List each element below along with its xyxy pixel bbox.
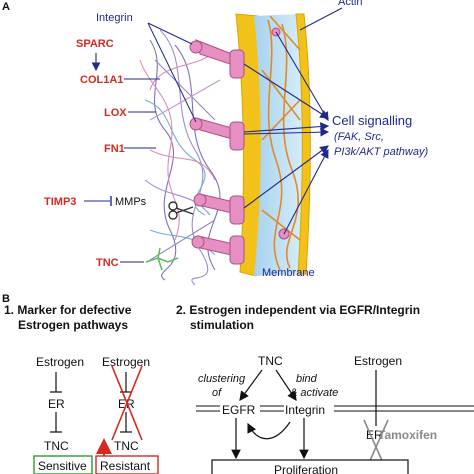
actin-label: Actin <box>338 0 362 8</box>
gene-lox: LOX <box>104 107 127 119</box>
integrin-pointers <box>147 22 197 123</box>
tnc-protein-icon <box>145 247 179 271</box>
integrin-3 <box>193 193 245 225</box>
red-cross-mark <box>111 365 143 441</box>
clustering-label-1: clustering <box>198 373 246 385</box>
tamoxifen-label: Tamoxifen <box>378 428 437 442</box>
section2-title-1: 2. Estrogen independent via EGFR/Integri… <box>176 303 420 317</box>
sensitive-label: Sensitive <box>38 459 87 473</box>
signalling-arrows <box>243 31 330 235</box>
left-er: ER <box>48 397 65 411</box>
signalling-title: Cell signalling <box>332 113 412 128</box>
egfr-label-bg <box>220 401 260 417</box>
panel-b-label: B <box>2 293 10 305</box>
pathway-er: ER <box>366 428 383 442</box>
proliferation-label: Proliferation <box>274 463 338 474</box>
pathway-tnc: TNC <box>258 354 283 368</box>
egfr-label: EGFR <box>222 403 256 417</box>
signalling-detail-2: PI3k/AKT pathway) <box>334 146 428 158</box>
sensitive-box <box>33 455 93 474</box>
clustering-label-2: of <box>212 387 222 399</box>
ecm-fibers <box>139 29 221 286</box>
integrin-b-label: Integrin <box>285 403 325 417</box>
section1-title-1: 1. Marker for defective <box>4 303 132 317</box>
integrin-1 <box>189 39 245 79</box>
bind-label-2: & activate <box>290 387 338 399</box>
integrin-4 <box>191 235 245 265</box>
integrin-2 <box>189 117 245 151</box>
integrin-label: Integrin <box>96 12 133 24</box>
membrane-inner-edge <box>295 13 311 275</box>
gene-timp3: TIMP3 <box>44 196 76 208</box>
integrin-receptors <box>189 27 290 265</box>
gene-sparc: SPARC <box>76 38 114 50</box>
actin-pointer <box>299 7 343 31</box>
left-estrogen: Estrogen <box>36 355 84 369</box>
pathway-estrogen: Estrogen <box>354 354 402 368</box>
right-estrogen: Estrogen <box>102 355 150 369</box>
section2-title-2: stimulation <box>190 318 254 332</box>
scissors-icon <box>168 201 194 220</box>
tnc-to-egfr-arrow <box>239 369 263 401</box>
gene-tnc: TNC <box>96 257 119 269</box>
integrin-to-egfr-crosstalk-arrow <box>247 421 291 440</box>
proliferation-box <box>211 459 409 474</box>
left-tnc: TNC <box>44 439 69 453</box>
section1-title-2: Estrogen pathways <box>18 318 128 332</box>
bind-label-1: bind <box>296 373 318 385</box>
signalling-detail-1: (FAK, Src, <box>334 131 384 143</box>
membrane-label: Membrane <box>262 267 315 279</box>
integrin-label-bg <box>284 401 334 417</box>
tnc-to-integrin-arrow <box>275 369 297 401</box>
resistant-box <box>95 455 159 474</box>
gene-fn1: FN1 <box>104 143 125 155</box>
cytoplasm <box>254 14 305 276</box>
mmps-label: MMPs <box>115 196 147 208</box>
resistant-label: Resistant <box>100 459 151 473</box>
right-tnc: TNC <box>114 439 139 453</box>
panel-a-label: A <box>2 1 10 13</box>
gene-col1a1: COL1A1 <box>80 74 123 86</box>
